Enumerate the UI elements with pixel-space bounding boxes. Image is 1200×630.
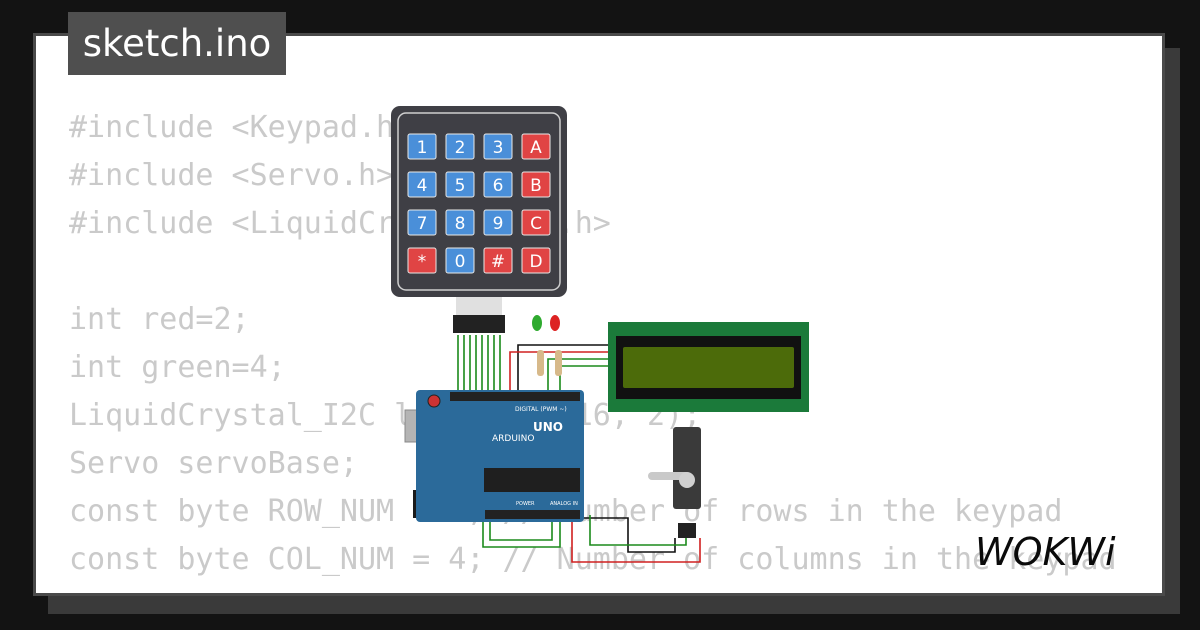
keypad-key-face xyxy=(407,171,437,198)
keypad: 1 2 3 A 4 5 6 B 7 8 9 C * 0 # D xyxy=(391,106,567,333)
keypad-key[interactable]: 3 xyxy=(483,133,513,160)
board-brand: ARDUINO xyxy=(492,434,534,444)
servo xyxy=(648,427,701,538)
servo-connector xyxy=(678,523,696,538)
arduino-uno: DIGITAL (PWM ~) ARDUINO UNO POWER ANALOG… xyxy=(404,390,584,522)
keypad-key-label: 1 xyxy=(417,138,428,158)
keypad-key-label: B xyxy=(530,176,542,196)
keypad-connector xyxy=(453,315,505,333)
wire xyxy=(571,522,701,563)
code-line: #include <Servo.h> xyxy=(69,158,395,193)
reset-button[interactable] xyxy=(427,394,441,408)
keypad-key[interactable]: 1 xyxy=(407,133,437,160)
keypad-key-face xyxy=(445,133,475,160)
keypad-pins xyxy=(456,297,502,315)
atmega-chip xyxy=(484,468,580,492)
red-led xyxy=(550,315,560,331)
wire xyxy=(589,515,687,546)
keypad-key-label: 6 xyxy=(493,176,504,196)
wire xyxy=(580,517,676,553)
keypad-key-label: # xyxy=(491,252,505,272)
board-header-digital: DIGITAL (PWM ~) xyxy=(515,406,567,413)
keypad-key-face xyxy=(521,133,551,160)
lcd-display xyxy=(608,322,809,412)
keypad-key[interactable]: 5 xyxy=(445,171,475,198)
servo-hub xyxy=(679,472,695,488)
lcd-screen xyxy=(623,347,794,388)
keypad-key-label: 0 xyxy=(455,252,466,272)
keypad-key-label: 9 xyxy=(493,214,504,234)
keypad-face xyxy=(397,112,561,291)
wokwi-logo-text: WOKWi xyxy=(975,530,1116,574)
keypad-key-label: 4 xyxy=(417,176,428,196)
keypad-key[interactable]: 9 xyxy=(483,209,513,236)
resistor xyxy=(555,350,562,376)
keypad-key[interactable]: 0 xyxy=(445,247,475,274)
keypad-key-label: D xyxy=(529,252,542,272)
keypad-key[interactable]: 4 xyxy=(407,171,437,198)
keypad-key-face xyxy=(407,133,437,160)
wire xyxy=(489,520,553,541)
resistor xyxy=(537,350,544,376)
keypad-key-face xyxy=(407,247,437,274)
keypad-key-face xyxy=(407,209,437,236)
keypad-key-face xyxy=(483,171,513,198)
preview-card: #include <Keypad.h> #include <Servo.h> # in… xyxy=(33,33,1165,596)
keypad-key[interactable]: * xyxy=(407,247,437,274)
keypad-key[interactable]: # xyxy=(483,247,513,274)
servo-body xyxy=(673,427,701,509)
keypad-key[interactable]: 6 xyxy=(483,171,513,198)
keypad-key-label: 8 xyxy=(455,214,466,234)
keypad-key-label: 2 xyxy=(455,138,466,158)
keypad-key-label: * xyxy=(418,252,427,272)
code-line: Servo servoBase; xyxy=(69,446,358,481)
board-header-power: POWER xyxy=(516,501,535,507)
code-line: const byte COL_NUM = 4; // Number of col… xyxy=(69,542,1117,577)
keypad-key-label: C xyxy=(530,214,542,234)
leds-resistors xyxy=(532,315,562,376)
keypad-key-face xyxy=(521,247,551,274)
keypad-key[interactable]: 7 xyxy=(407,209,437,236)
keypad-key-label: A xyxy=(530,138,542,158)
keypad-key-face xyxy=(521,171,551,198)
keypad-key-label: 5 xyxy=(455,176,466,196)
wire xyxy=(482,520,561,548)
file-tab[interactable]: sketch.ino xyxy=(68,12,286,75)
board-header-analog: ANALOG IN xyxy=(550,501,578,507)
keypad-key-face xyxy=(483,133,513,160)
digital-header xyxy=(450,392,580,401)
code-line: int green=4; xyxy=(69,350,286,385)
code-line: #include <Keypad.h> xyxy=(69,110,413,145)
wokwi-logo: WOKWi xyxy=(975,530,1116,574)
board-model: UNO xyxy=(533,420,563,434)
keypad-key[interactable]: 2 xyxy=(445,133,475,160)
keypad-key-label: 7 xyxy=(417,214,428,234)
keypad-key[interactable]: D xyxy=(521,247,551,274)
keypad-key-label: 3 xyxy=(493,138,504,158)
keypad-key[interactable]: A xyxy=(521,133,551,160)
green-led xyxy=(532,315,542,331)
power-header xyxy=(485,510,580,519)
code-line: char keys[ROW_NUM][COL_NUM] = { xyxy=(69,584,1117,593)
keypad-key-face xyxy=(483,247,513,274)
keypad-key[interactable]: 8 xyxy=(445,209,475,236)
keypad-key-face xyxy=(445,171,475,198)
keypad-key-face xyxy=(445,209,475,236)
keypad-key[interactable]: B xyxy=(521,171,551,198)
keypad-keys: 1 2 3 A 4 5 6 B 7 8 9 C * 0 # D xyxy=(407,133,551,274)
keypad-key-face xyxy=(483,209,513,236)
keypad-key-face xyxy=(445,247,475,274)
keypad-key-face xyxy=(521,209,551,236)
keypad-key[interactable]: C xyxy=(521,209,551,236)
code-line: int red=2; xyxy=(69,302,250,337)
